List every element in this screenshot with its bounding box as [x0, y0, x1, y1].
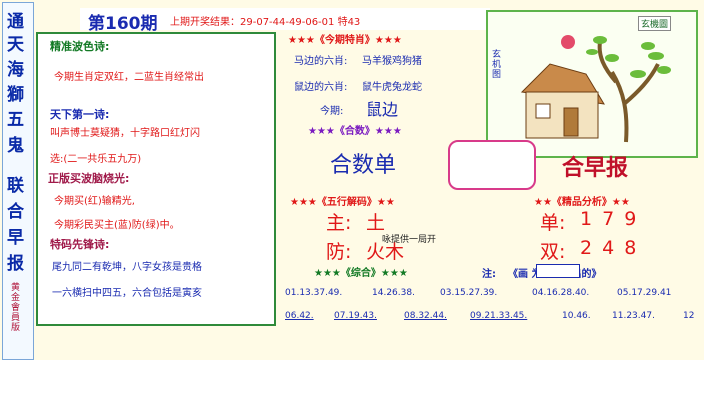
poem-line: 今期买(红)输精光, [54, 196, 135, 207]
number-group: 01.13.37.49. [285, 288, 343, 298]
bottom-blank-margin [0, 360, 704, 414]
number-group: 05.17.29.41 [617, 288, 672, 298]
poem-heading: 特码先锋诗: [50, 238, 110, 251]
banner-char: 鬼 [7, 136, 24, 156]
note-blank-box [536, 264, 580, 278]
number-group: 14.26.38. [372, 288, 415, 298]
wuxing-title: ★★★《五行解码》★★ [290, 197, 395, 208]
number-group: 07.19.43. [334, 311, 377, 321]
shuang-label: 双: [540, 241, 566, 263]
number-group: 04.16.28.40. [532, 288, 590, 298]
poem-line: 今期生肖定双红，二蓝生肖经常出 [54, 72, 204, 83]
poem-heading: 天下第一诗: [50, 108, 110, 121]
jingpin-title: ★★《精品分析》★★ [534, 197, 630, 208]
pic-side-label: 玄机图 [492, 50, 502, 80]
vertical-title-banner: 通 天 海 獅 五 鬼 联 合 早 报 黄金會員版 [2, 2, 34, 360]
header-strip [80, 8, 490, 30]
poem-line: 一六横扫中四五，六合包括是寅亥 [52, 288, 202, 299]
pic-label-stamp: 玄機圖 [638, 16, 672, 31]
poem-line: 选:(二一共乐五九万) [50, 154, 142, 165]
poem-box [36, 32, 276, 326]
number-group: 03.15.27.39. [440, 288, 498, 298]
rat-side-value: 鼠牛虎兔龙蛇 [362, 82, 422, 93]
banner-char: 五 [7, 110, 24, 130]
riddle-picture-frame [486, 10, 698, 158]
poem-heading: 精准波色诗: [50, 40, 110, 53]
house-tree-illustration [488, 12, 692, 152]
number-group: 10.46. [562, 311, 591, 321]
heshu-title: ★★★《合数》★★★ [308, 126, 402, 137]
number-group: 09.21.33.45. [470, 311, 528, 321]
shuang-value: 2 4 8 [580, 237, 639, 259]
main-value: 土 [366, 212, 386, 234]
zonghe-title: ★★★《综合》★★★ [314, 268, 408, 279]
blank-highlight-box [448, 140, 536, 190]
lianhe-title: 合早报 [562, 155, 629, 181]
banner-char: 合 [7, 202, 24, 222]
horse-side-label: 马边的六肖: [294, 56, 348, 67]
this-issue-label: 今期: [320, 106, 344, 117]
this-issue-value: 鼠边 [366, 100, 399, 119]
horse-side-value: 马羊猴鸡狗猪 [362, 56, 422, 67]
number-group: 08.32.44. [404, 311, 447, 321]
rat-side-label: 鼠边的六肖: [294, 82, 348, 93]
poem-line: 今期彩民买主(蓝)防(绿)中。 [54, 220, 180, 231]
banner-char: 獅 [7, 85, 24, 105]
banner-char: 报 [7, 254, 24, 274]
banner-char: 通 [7, 12, 24, 32]
dan-value: 1 7 9 [580, 208, 639, 230]
banner-char: 海 [7, 60, 24, 80]
number-group: 11.23.47. [612, 311, 655, 321]
banner-char: 天 [7, 35, 24, 55]
special-title: ★★★《今期特肖》★★★ [288, 35, 402, 46]
main-label: 主: [326, 212, 352, 234]
note-prefix: 注: [482, 269, 496, 280]
poem-line: 尾九同二有乾坤，八字女孩是贵格 [52, 262, 202, 273]
banner-char: 早 [7, 228, 24, 248]
heshu-value: 合数单 [330, 153, 397, 178]
poem-heading: 正版买波脑烧光: [48, 172, 130, 185]
fang-label: 防: [326, 241, 352, 263]
dan-label: 单: [540, 212, 566, 234]
number-group: 06.42. [285, 311, 314, 321]
number-group: 12 [683, 311, 695, 321]
stray-text: 咏提供一局开 [382, 235, 437, 245]
banner-subtitle: 黄金會員版 [11, 283, 21, 333]
last-result: 上期开奖结果：29-07-44-49-06-01 特43 [170, 17, 361, 28]
poem-line: 叫声博士莫疑猜，十字路口红灯闪 [50, 128, 200, 139]
stray-fragment [100, 183, 103, 194]
fang-value: 火木 [366, 241, 405, 263]
banner-char: 联 [7, 176, 24, 196]
issue-title: 第160期 [88, 14, 158, 34]
